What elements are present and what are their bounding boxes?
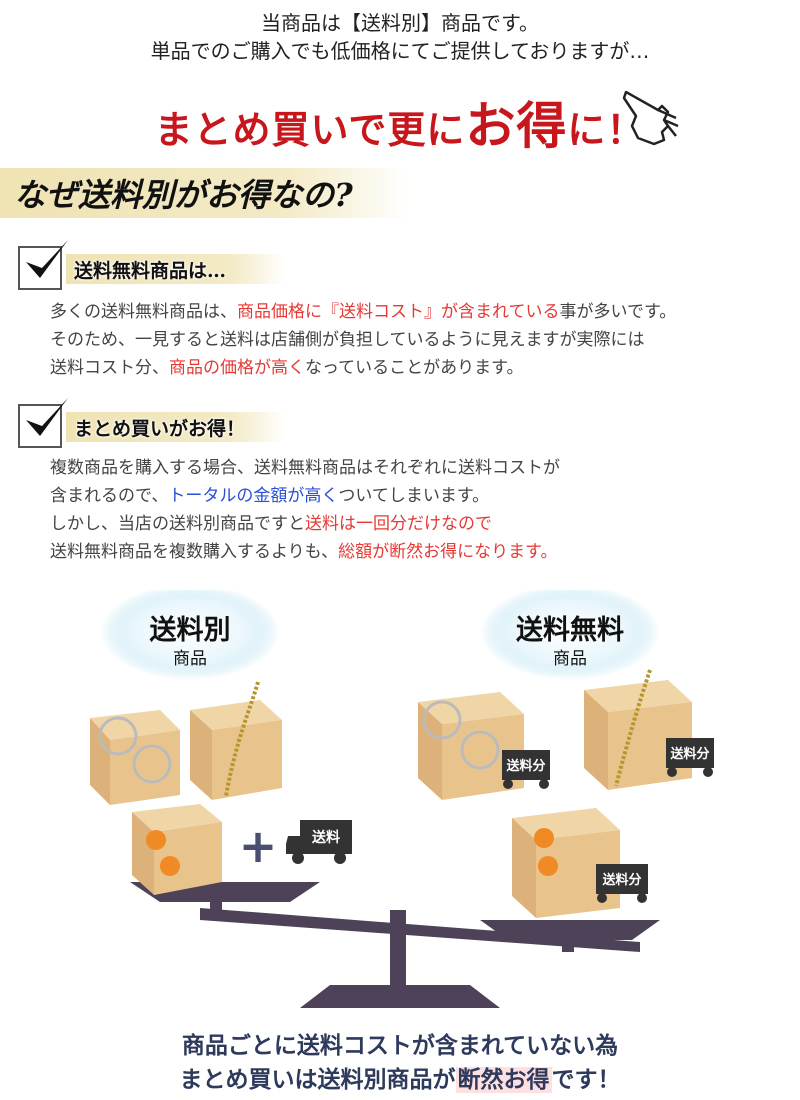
right-cloud-subtitle: 商品	[553, 649, 587, 669]
left-cloud-subtitle: 商品	[173, 649, 207, 669]
point2-line-1: 複数商品を購入する場合、送料無料商品はそれぞれに送料コストが	[50, 458, 560, 478]
box-earrings-left	[90, 710, 180, 805]
point2-line-2: 含まれるので、トータルの金額が高くついてしまいます。	[50, 482, 489, 510]
box-orange-left	[132, 804, 222, 895]
headline-part-a: まとめ買いで更に	[154, 107, 466, 152]
section-banner-title: なぜ送料別がお得なの?	[14, 176, 353, 214]
point1-line-3: 送料コスト分、商品の価格が高くなっていることがあります。	[50, 354, 523, 382]
emphasis-text: 商品の価格が高く	[169, 358, 305, 378]
point1-heading-bg	[66, 254, 286, 284]
scale-base	[300, 985, 500, 1008]
point1-line-2: そのため、一見すると送料は店舗側が負担しているように見えますが実際には	[50, 330, 645, 350]
text: しかし、当店の送料別商品ですと	[50, 514, 305, 534]
text: なっていることがあります。	[305, 358, 524, 378]
text: まとめ買いは送料別商品が	[179, 1067, 456, 1093]
box-chain-left	[190, 681, 282, 800]
text: です！	[551, 1067, 621, 1093]
point1-line-1: 多くの送料無料商品は、商品価格に『送料コスト』が含まれている事が多いです。	[50, 298, 676, 326]
point2-heading: まとめ買いがお得！	[74, 418, 246, 440]
box-chain-right	[584, 669, 714, 790]
highlight-text: 断然お得	[455, 1067, 552, 1093]
text: ついてしまいます。	[338, 486, 490, 506]
scale-illustration: + 送料 送料分 送料分 送料分	[90, 590, 714, 1008]
box-orange-right	[512, 808, 648, 918]
truck-label-left: 送料	[311, 829, 340, 846]
intro-line-1: 当商品は【送料別】商品です。	[261, 11, 539, 35]
scale-stand	[390, 910, 406, 990]
conclusion-line-1: 商品ごとに送料コストが含まれていない為	[181, 1033, 619, 1059]
point1-heading: 送料無料商品は…	[74, 260, 227, 282]
headline-part-b: お得	[465, 96, 568, 155]
pointing-hand-icon	[622, 90, 679, 146]
truck-label-right: 送料分	[601, 872, 641, 888]
section-banner-bg	[0, 168, 410, 218]
text: 含まれるので、	[50, 486, 169, 506]
intro-line-2: 単品でのご購入でも低価格にてご提供しておりますが…	[150, 39, 650, 63]
box-earrings-right	[418, 692, 550, 800]
emphasis-text: 商品価格に『送料コスト』が含まれている	[237, 302, 560, 322]
cloud-badge-left	[100, 590, 280, 680]
text: 送料コスト分、	[50, 358, 169, 378]
cloud-badge-right	[480, 590, 660, 680]
checkbox-icon	[18, 404, 62, 448]
text: 多くの送料無料商品は、	[50, 302, 237, 322]
emphasis-text: 総額が断然お得になります。	[338, 542, 558, 562]
emphasis-text: トータルの金額が高く	[168, 486, 339, 506]
headline-part-c: に！	[567, 107, 646, 152]
emphasis-text: 送料は一回分だけなので	[305, 514, 492, 534]
point2-line-4: 送料無料商品を複数購入するよりも、総額が断然お得になります。	[50, 538, 557, 566]
point2-heading-bg	[66, 412, 286, 442]
plus-sign: +	[239, 819, 278, 873]
truck-icon-left	[286, 820, 352, 864]
truck-label-right: 送料分	[505, 758, 545, 774]
check-mark-icon	[26, 240, 68, 278]
truck-label-right: 送料分	[669, 746, 709, 762]
scale-beam	[200, 908, 640, 952]
point2-line-3: しかし、当店の送料別商品ですと送料は一回分だけなので	[50, 510, 492, 538]
conclusion-line-2: まとめ買いは送料別商品が断然お得です！	[0, 1060, 800, 1094]
check-mark-icon	[26, 398, 68, 436]
text: 送料無料商品を複数購入するよりも、	[50, 542, 339, 562]
scale-pan-right	[480, 920, 660, 940]
right-cloud-title: 送料無料	[516, 615, 624, 646]
text: 事が多いです。	[559, 302, 677, 322]
headline: まとめ買いで更にお得に！	[0, 86, 800, 158]
left-cloud-title: 送料別	[149, 615, 231, 646]
